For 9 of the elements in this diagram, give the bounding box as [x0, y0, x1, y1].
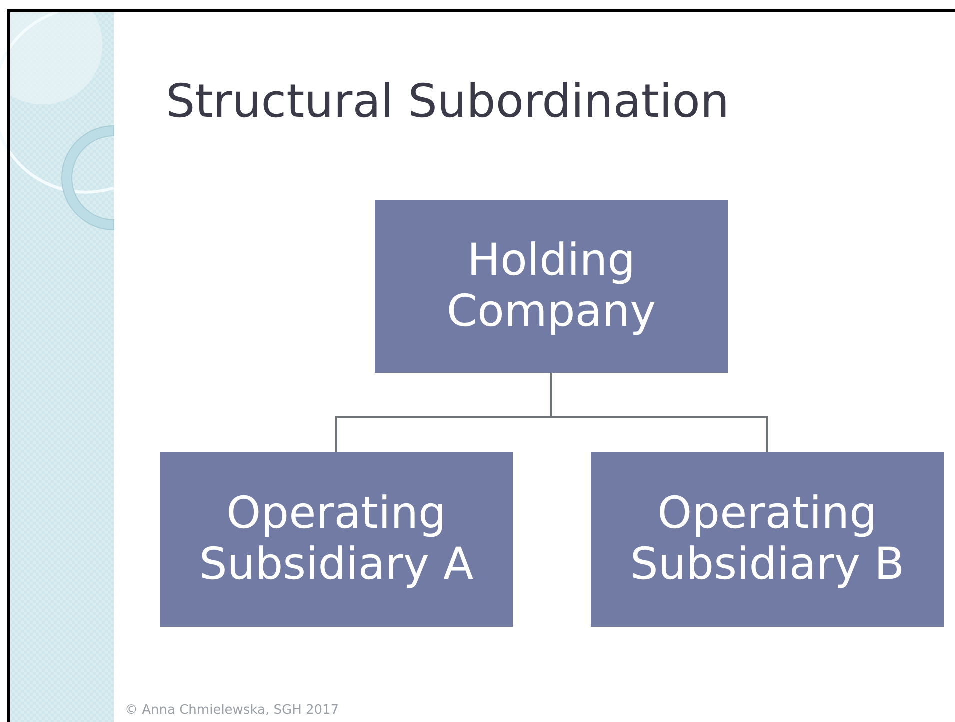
org-box: [375, 200, 728, 373]
slide-title: Structural Subordination: [166, 74, 730, 128]
box-label: Holding Company: [446, 236, 658, 338]
connector-line: [550, 373, 768, 452]
org-box: [160, 452, 513, 627]
box-label: Operating Subsidiary A: [198, 488, 475, 590]
box-label: Operating Subsidiary B: [629, 488, 906, 590]
org-box: [591, 452, 944, 627]
copyright-note: © Anna Chmielewska, SGH 2017: [125, 704, 340, 717]
